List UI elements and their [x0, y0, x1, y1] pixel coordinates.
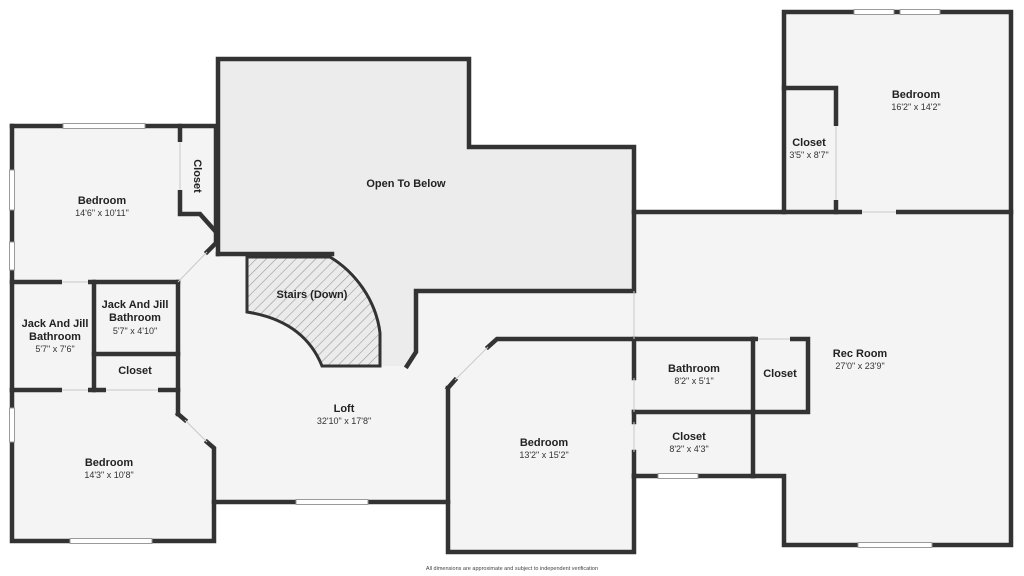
bedroom-sw-name: Bedroom [85, 457, 134, 469]
closet-nw-name: Closet [191, 159, 203, 193]
room-labels: Bedroom 16'2" x 14'2" Closet 3'5" x 8'7"… [22, 89, 941, 480]
closet-ne-name: Closet [792, 137, 826, 149]
bedroom-nw-name: Bedroom [78, 195, 127, 207]
disclaimer-footnote: All dimensions are approximate and subje… [425, 566, 599, 572]
bedroom-s-dims: 13'2" x 15'2" [519, 450, 568, 460]
bathroom-dims: 8'2" x 5'1" [674, 376, 713, 386]
jj-bath-left-name-2: Bathroom [29, 331, 81, 343]
closet-w-name: Closet [118, 365, 152, 377]
bedroom-sw-dims: 14'3" x 10'8" [84, 470, 133, 480]
windows [9, 9, 941, 548]
stairs-hatch [245, 255, 382, 368]
bedroom-nw-dims: 14'6" x 10'11" [75, 208, 129, 218]
jj-bath-right-name-1: Jack And Jill [102, 299, 169, 311]
jj-bath-left-dims: 5'7" x 7'6" [35, 344, 74, 354]
stairs-name: Stairs (Down) [277, 289, 348, 301]
loft-dims: 32'10" x 17'8" [317, 416, 371, 426]
jj-bath-left-name-1: Jack And Jill [22, 318, 89, 330]
closet-se-name: Closet [672, 431, 706, 443]
closet-se-dims: 8'2" x 4'3" [669, 444, 708, 454]
loft-name: Loft [334, 403, 355, 415]
openings [62, 126, 896, 452]
open-to-below-name: Open To Below [366, 178, 446, 190]
rec-room-name: Rec Room [833, 348, 888, 360]
bedroom-ne-name: Bedroom [892, 89, 941, 101]
bedroom-ne-dims: 16'2" x 14'2" [891, 102, 940, 112]
closet-e-name: Closet [763, 368, 797, 380]
rec-room-dims: 27'0" x 23'9" [835, 361, 884, 371]
jj-bath-right-dims: 5'7" x 4'10" [113, 326, 157, 336]
closet-ne-dims: 3'5" x 8'7" [789, 150, 828, 160]
bathroom-name: Bathroom [668, 363, 720, 375]
bedroom-s-name: Bedroom [520, 437, 569, 449]
jj-bath-right-name-2: Bathroom [109, 312, 161, 324]
